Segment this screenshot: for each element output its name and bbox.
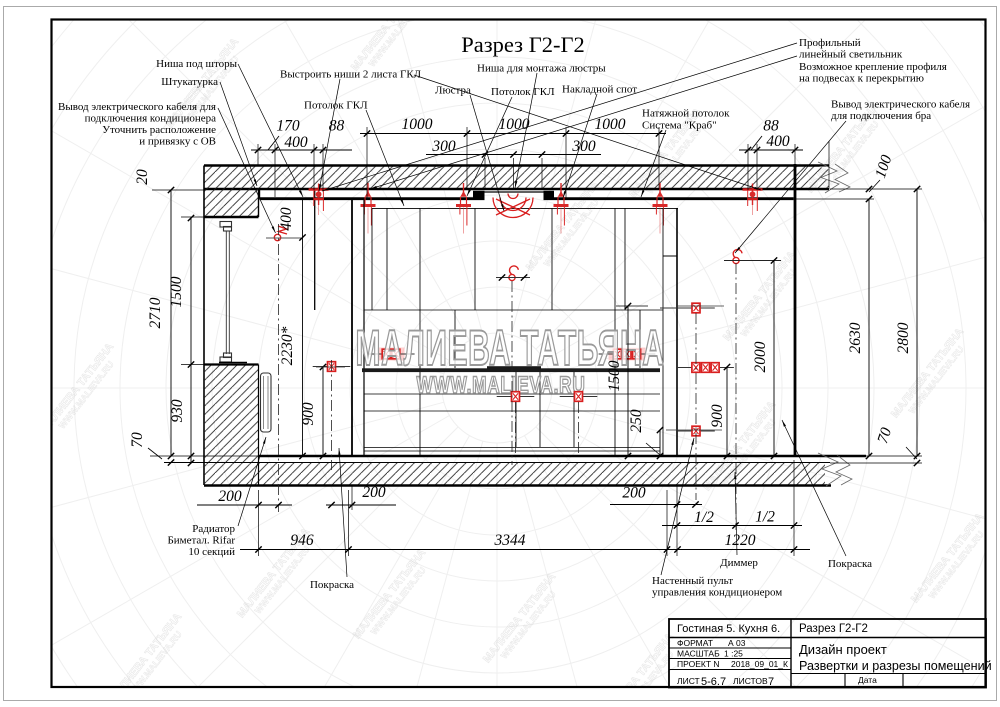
- svg-text:МАЛИЕВА ТАТЬЯНА: МАЛИЕВА ТАТЬЯНА: [356, 320, 665, 376]
- svg-text:ФОРМАТ: ФОРМАТ: [677, 638, 713, 648]
- svg-text:и привязку с ОВ: и привязку с ОВ: [139, 136, 216, 148]
- svg-text:946: 946: [290, 532, 314, 549]
- svg-text:2630: 2630: [847, 322, 864, 353]
- svg-text:Выстроить ниши 2 листа ГКЛ: Выстроить ниши 2 листа ГКЛ: [280, 69, 422, 81]
- svg-text:88: 88: [763, 118, 779, 135]
- svg-text:Дизайн проект: Дизайн проект: [799, 642, 887, 657]
- svg-text:Биметал. Rifar: Биметал. Rifar: [167, 535, 235, 547]
- svg-text:100: 100: [872, 153, 895, 181]
- svg-text:Диммер: Диммер: [720, 557, 758, 569]
- svg-text:2710: 2710: [147, 297, 164, 328]
- svg-text:400: 400: [284, 134, 308, 151]
- svg-text:Разрез Г2-Г2: Разрез Г2-Г2: [461, 32, 584, 57]
- svg-text:200: 200: [622, 485, 646, 502]
- svg-text:1220: 1220: [725, 532, 756, 549]
- svg-text:Разрез Г2-Г2: Разрез Г2-Г2: [799, 623, 868, 635]
- svg-text:2018_09_01_К: 2018_09_01_К: [731, 659, 788, 669]
- svg-text:Ниша под шторы: Ниша под шторы: [156, 58, 237, 70]
- svg-text:Возможное крепление профиля: Возможное крепление профиля: [799, 61, 947, 73]
- svg-text:930: 930: [169, 399, 186, 423]
- svg-text:Развертки и разрезы помещений: Развертки и разрезы помещений: [799, 659, 992, 673]
- svg-text:250: 250: [628, 409, 645, 433]
- svg-text:1500: 1500: [168, 276, 185, 307]
- svg-text:1000: 1000: [499, 116, 530, 133]
- svg-text:900: 900: [300, 402, 317, 426]
- svg-text:Дата: Дата: [858, 675, 877, 685]
- svg-text:Покраска: Покраска: [310, 579, 354, 591]
- svg-text:5-6.7: 5-6.7: [701, 676, 726, 688]
- svg-text:Вывод электрического кабеля дл: Вывод электрического кабеля для: [58, 101, 216, 113]
- svg-text:Потолок ГКЛ: Потолок ГКЛ: [304, 100, 368, 112]
- svg-text:1500: 1500: [606, 360, 623, 391]
- svg-text:2800: 2800: [895, 322, 912, 353]
- svg-text:900: 900: [709, 404, 726, 428]
- svg-text:2230*: 2230*: [279, 326, 296, 365]
- svg-text:Ниша для монтажа люстры: Ниша для монтажа люстры: [477, 63, 606, 75]
- svg-text:подключения кондиционера: подключения кондиционера: [85, 113, 216, 125]
- svg-text:Уточнить расположение: Уточнить расположение: [102, 124, 216, 136]
- svg-text:3344: 3344: [494, 532, 526, 549]
- svg-text:300: 300: [431, 138, 456, 155]
- svg-text:ПРОЕКТ N: ПРОЕКТ N: [677, 659, 720, 669]
- svg-text:400: 400: [278, 207, 295, 231]
- svg-text:1/2: 1/2: [694, 509, 714, 526]
- svg-text:2000: 2000: [752, 341, 769, 372]
- svg-text:ЛИСТОВ: ЛИСТОВ: [733, 676, 768, 686]
- svg-text:1000: 1000: [402, 116, 433, 133]
- svg-text:линейный светильник: линейный светильник: [799, 49, 903, 61]
- svg-text:Люстра: Люстра: [435, 85, 471, 97]
- svg-text:88: 88: [329, 118, 345, 135]
- svg-text:200: 200: [362, 484, 386, 501]
- svg-text:7: 7: [768, 676, 774, 688]
- svg-text:400: 400: [766, 133, 790, 150]
- svg-text:WWW.MALIEVA.RU: WWW.MALIEVA.RU: [416, 372, 585, 398]
- svg-text:Вывод электрического кабеля: Вывод электрического кабеля: [831, 99, 970, 111]
- svg-text:управления кондиционером: управления кондиционером: [652, 587, 782, 599]
- svg-text:Настенный пульт: Настенный пульт: [652, 575, 733, 587]
- svg-text:Натяжной потолок: Натяжной потолок: [642, 108, 730, 120]
- svg-text:Гостиная 5. Кухня 6.: Гостиная 5. Кухня 6.: [677, 623, 780, 635]
- svg-text:Накладной спот: Накладной спот: [562, 84, 637, 96]
- svg-text:Покраска: Покраска: [828, 558, 872, 570]
- svg-text:Штукатурка: Штукатурка: [161, 76, 218, 88]
- svg-text:МАСШТАБ: МАСШТАБ: [677, 649, 720, 659]
- svg-text:70: 70: [874, 425, 895, 445]
- svg-text:70: 70: [129, 432, 146, 448]
- svg-text:ЛИСТ: ЛИСТ: [677, 676, 700, 686]
- svg-text:10 секций: 10 секций: [188, 546, 235, 558]
- svg-text:20: 20: [134, 169, 151, 185]
- svg-text:Система "Краб": Система "Краб": [642, 120, 717, 132]
- svg-text:200: 200: [218, 488, 242, 505]
- svg-text:1000: 1000: [595, 116, 626, 133]
- svg-text:1 :25: 1 :25: [724, 649, 743, 659]
- svg-text:1/2: 1/2: [755, 509, 775, 526]
- svg-text:Радиатор: Радиатор: [192, 523, 235, 535]
- svg-text:Профильный: Профильный: [799, 37, 861, 49]
- svg-text:на подвесах к перекрытию: на подвесах к перекрытию: [799, 73, 924, 85]
- svg-text:А 03: А 03: [728, 638, 746, 648]
- svg-text:Потолок ГКЛ: Потолок ГКЛ: [491, 86, 555, 98]
- svg-text:для подключения бра: для подключения бра: [831, 110, 931, 122]
- svg-text:300: 300: [571, 138, 596, 155]
- svg-text:170: 170: [276, 118, 300, 135]
